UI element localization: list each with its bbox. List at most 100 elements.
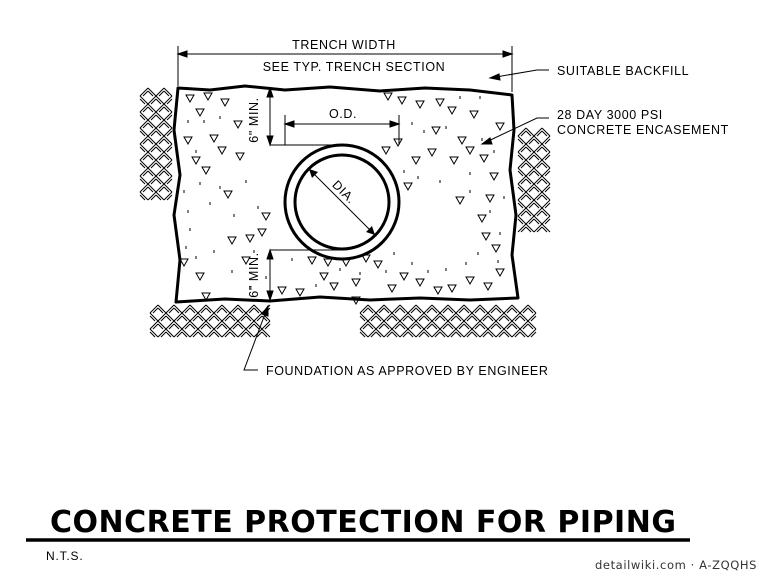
hatch-stroke <box>418 331 425 338</box>
hatch-stroke <box>139 95 149 105</box>
hatch-stroke <box>544 138 551 145</box>
aggregate-triangle <box>203 92 213 102</box>
hatch-stroke <box>213 320 223 330</box>
hatch-stroke <box>147 175 157 185</box>
hatch-stroke <box>157 304 167 314</box>
hatch-stroke <box>163 191 173 201</box>
hatch-stroke <box>359 312 369 322</box>
hatch-stroke <box>147 186 154 193</box>
hatch-stroke <box>495 328 505 338</box>
hatch-stroke <box>514 315 521 322</box>
hatch-stroke <box>383 307 390 314</box>
hatch-stroke <box>359 320 369 330</box>
hatch-stroke <box>495 320 505 330</box>
hatch-stroke <box>197 331 204 338</box>
hatch-stroke <box>399 304 409 314</box>
hatch-stroke <box>541 127 551 137</box>
aggregate-triangle <box>483 282 493 292</box>
hatch-stroke <box>157 312 167 322</box>
hatch-stroke <box>165 315 172 322</box>
hatch-stroke <box>533 127 543 137</box>
hatch-stroke <box>544 186 551 193</box>
aggregate-triangle <box>201 292 211 302</box>
hatch-stroke <box>536 130 543 137</box>
hatch-stroke <box>221 320 231 330</box>
hatch-stroke <box>383 323 390 330</box>
hatch-stroke <box>533 215 543 225</box>
aggregate-triangle <box>329 282 339 292</box>
hatch-stroke <box>517 218 524 225</box>
hatch-stroke <box>511 304 521 314</box>
hatch-stroke <box>533 167 543 177</box>
hatch-stroke <box>139 151 149 161</box>
hatch-stroke <box>399 328 409 338</box>
hatch-stroke <box>149 320 159 330</box>
hatch-stroke <box>173 323 180 330</box>
hatch-stroke <box>442 307 449 314</box>
hatch-stroke <box>541 210 548 217</box>
aggregate-triangle <box>447 106 457 116</box>
hatch-stroke <box>536 178 543 185</box>
hatch-stroke <box>232 323 239 330</box>
aggregate-triangle <box>435 98 445 108</box>
hatch-stroke <box>253 320 263 330</box>
hatch-stroke <box>147 159 157 169</box>
od-dimension <box>283 115 401 145</box>
hatch-stroke <box>139 194 146 201</box>
hatch-stroke <box>415 323 422 330</box>
hatch-stroke <box>391 304 401 314</box>
backfill-leader <box>488 69 549 81</box>
hatch-stroke <box>248 323 255 330</box>
hatch-stroke <box>237 323 244 330</box>
hatch-stroke <box>474 307 481 314</box>
hatch-stroke <box>232 307 239 314</box>
aggregate-triangle <box>307 256 317 266</box>
hatch-stroke <box>205 328 215 338</box>
hatch-stroke <box>147 183 157 193</box>
hatch-stroke <box>189 312 199 322</box>
hatch-stroke <box>482 315 489 322</box>
hatch-stroke <box>495 323 502 330</box>
hatch-stroke <box>147 119 157 129</box>
hatch-stroke <box>166 98 173 105</box>
hatch-stroke <box>383 304 393 314</box>
hatch-stroke <box>533 218 540 225</box>
hatch-stroke <box>517 175 527 185</box>
hatch-stroke <box>142 90 149 97</box>
hatch-stroke <box>142 138 149 145</box>
hatch-stroke <box>519 331 526 338</box>
hatch-stroke <box>237 307 244 314</box>
hatch-stroke <box>139 130 146 137</box>
hatch-stroke <box>189 304 199 314</box>
aggregate-triangle <box>393 138 403 148</box>
hatch-stroke <box>378 323 385 330</box>
hatch-stroke <box>221 328 231 338</box>
hatch-stroke <box>237 328 247 338</box>
hatch-stroke <box>261 328 271 338</box>
hatch-stroke <box>479 307 486 314</box>
hatch-stroke <box>168 307 175 314</box>
aggregate-triangle <box>195 108 205 118</box>
hatch-stroke <box>541 167 551 177</box>
aggregate-triangle <box>415 278 425 288</box>
hatch-stroke <box>471 331 478 338</box>
hatch-stroke <box>165 331 172 338</box>
hatch-stroke <box>163 138 170 145</box>
hatch-stroke <box>375 331 382 338</box>
hatch-stroke <box>525 151 535 161</box>
aggregate-triangle <box>465 276 475 286</box>
hatch-stroke <box>383 320 393 330</box>
hatch-stroke <box>139 159 149 169</box>
hatch-stroke <box>394 307 401 314</box>
hatch-stroke <box>533 199 543 209</box>
hatch-stroke <box>165 328 175 338</box>
hatch-stroke <box>213 312 223 322</box>
hatch-stroke <box>253 304 263 314</box>
hatch-stroke <box>155 167 165 177</box>
hatch-stroke <box>533 170 540 177</box>
hatch-stroke <box>519 328 529 338</box>
hatch-stroke <box>359 315 366 322</box>
hatch-stroke <box>189 320 199 330</box>
hatch-stroke <box>184 307 191 314</box>
hatch-stroke <box>541 183 551 193</box>
